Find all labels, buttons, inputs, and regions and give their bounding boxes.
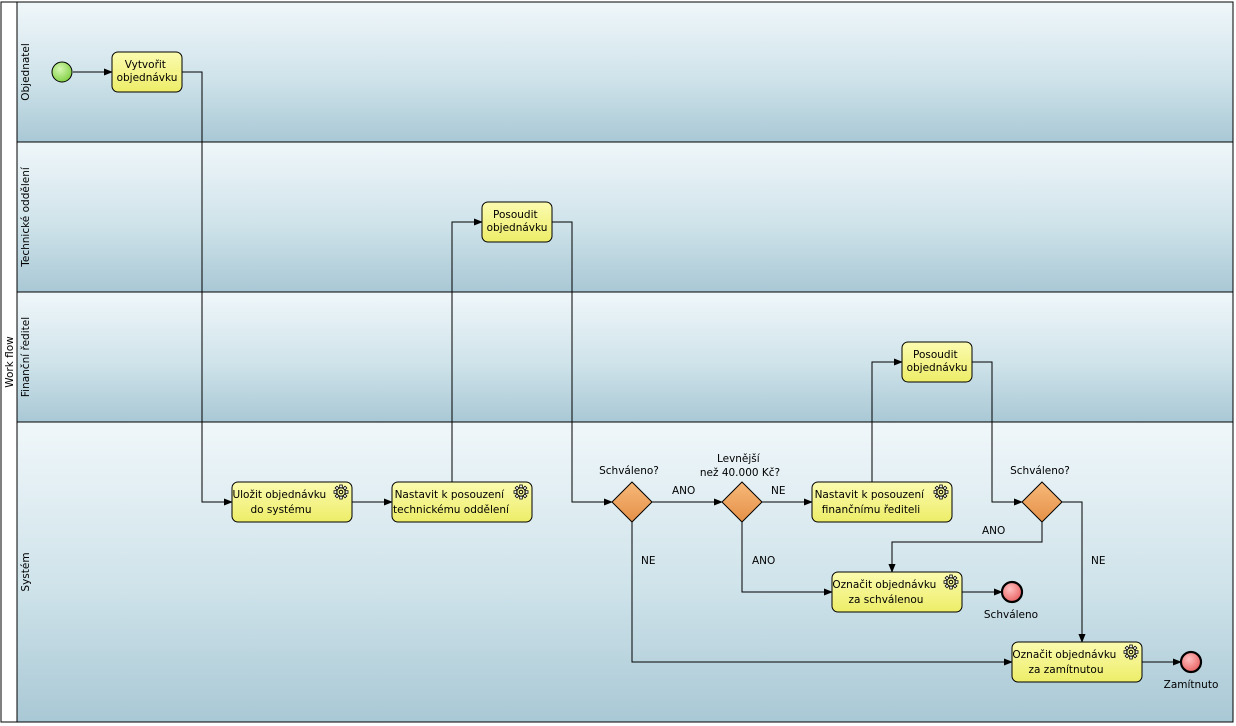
task-oznacit-zamitnutou[interactable]: Označit objednávku za zamítnutou: [1011, 641, 1143, 683]
task-label-line: finančnímu řediteli: [822, 504, 920, 516]
flow-posoudit-fin-g3: [972, 361, 1023, 506]
gateway-schvaleno-2[interactable]: Schváleno?: [1010, 465, 1070, 523]
end-event-label: Zamítnuto: [1164, 679, 1219, 691]
task-label-line: Nastavit k posouzení: [395, 489, 506, 501]
task-label-line: Označit objednávku: [1012, 649, 1116, 661]
svg-text:Uložit objednávku do sys: Uložit objednávku do systému: [232, 489, 329, 516]
lane-financni: Finanční ředitel: [16, 291, 1234, 423]
task-label-line: Označit objednávku: [832, 579, 936, 591]
svg-text:Nastavit k posouzení fin: Nastavit k posouzení finančnímu řediteli: [815, 489, 928, 516]
gateway-schvaleno-1[interactable]: Schváleno?: [599, 465, 659, 523]
task-label-line: Vytvořit: [125, 59, 166, 71]
task-posoudit-objednavku-fin[interactable]: Posoudit objednávku: [901, 341, 973, 383]
task-label-line: Posoudit: [493, 209, 538, 221]
flow-label-g1-ano: ANO: [672, 485, 695, 497]
flow-vytvorit-ulozit: [182, 71, 233, 506]
flow-g2-schv: [741, 522, 833, 596]
flow-g3-schv: [888, 522, 1043, 573]
gateway-label: než 40.000 Kč?: [700, 467, 780, 479]
sequence-flows: [73, 68, 1182, 666]
start-event[interactable]: [51, 61, 73, 83]
flow-label-g2-ano: ANO: [752, 555, 775, 567]
lane-label-technicke: Technické oddělení: [20, 166, 32, 268]
lane-technicke: Technické oddělení: [16, 141, 1234, 293]
lane-objednatel: Objednatel: [16, 1, 1234, 143]
end-event-schvaleno[interactable]: Schváleno: [984, 580, 1038, 621]
task-label-line: technickému oddělení: [393, 504, 510, 516]
pool-label: Work flow: [4, 336, 16, 388]
lane-label-system: Systém: [20, 552, 32, 591]
flow-nastavit-fin-posoudit: [871, 358, 903, 482]
task-label-line: objednávku: [117, 72, 178, 84]
task-label-line: za schválenou: [849, 594, 924, 606]
svg-text:Posoudit objednávku: Posoudit objednávku: [907, 349, 968, 374]
task-label-line: Nastavit k posouzení: [815, 489, 926, 501]
task-label-line: objednávku: [907, 362, 968, 374]
task-nastavit-fin[interactable]: Nastavit k posouzení finančnímu řediteli: [811, 481, 953, 523]
svg-text:Označit objednávku za za: Označit objednávku za zamítnutou: [1012, 649, 1119, 676]
flow-label-g2-ne: NE: [771, 485, 786, 497]
svg-text:Označit objednávku za sc: Označit objednávku za schválenou: [832, 579, 939, 606]
gateway-label: Schváleno?: [599, 465, 659, 477]
flow-label-g3-ano: ANO: [982, 525, 1005, 537]
end-event-zamitnuto[interactable]: Zamítnuto: [1164, 650, 1219, 691]
end-event-label: Schváleno: [984, 609, 1038, 621]
lane-label-financni: Finanční ředitel: [20, 317, 32, 397]
gateway-levnejsi[interactable]: Levnější než 40.000 Kč?: [700, 453, 780, 523]
task-label-line: za zamítnutou: [1029, 664, 1104, 676]
task-posoudit-objednavku-tech[interactable]: Posoudit objednávku: [481, 201, 553, 243]
flow-g3-zam: [1062, 501, 1086, 643]
task-label-line: Posoudit: [913, 349, 958, 361]
task-oznacit-schvalenou[interactable]: Označit objednávku za schválenou: [831, 571, 963, 613]
gateway-label: Levnější: [717, 453, 761, 465]
svg-text:Posoudit objednávku: Posoudit objednávku: [487, 209, 548, 234]
svg-text:Nastavit k posouzení tec: Nastavit k posouzení technickému oddělen…: [393, 489, 510, 516]
task-label-line: objednávku: [487, 222, 548, 234]
task-vytvorit-objednavku[interactable]: Vytvořit objednávku: [111, 51, 183, 93]
flow-label-g3-ne: NE: [1091, 555, 1106, 567]
task-nastavit-tech[interactable]: Nastavit k posouzení technickému oddělen…: [391, 481, 533, 523]
flow-posoudit-g1: [552, 221, 613, 506]
task-label-line: Uložit objednávku: [232, 489, 326, 501]
lane-label-objednatel: Objednatel: [20, 43, 32, 101]
task-ulozit-objednavku[interactable]: Uložit objednávku do systému: [231, 481, 353, 523]
svg-text:Levnější než 40.000 Kč?: Levnější než 40.000 Kč?: [700, 453, 780, 479]
svg-text:Vytvořit objednávku: Vytvořit objednávku: [117, 59, 178, 84]
gateway-label: Schváleno?: [1010, 465, 1070, 477]
flow-labels: ANO NE NE ANO ANO NE: [641, 485, 1106, 567]
flow-g1-zam: [631, 522, 1013, 666]
flow-nastavit-tech-posoudit: [451, 218, 483, 482]
flow-label-g1-ne: NE: [641, 555, 656, 567]
task-label-line: do systému: [250, 504, 311, 516]
